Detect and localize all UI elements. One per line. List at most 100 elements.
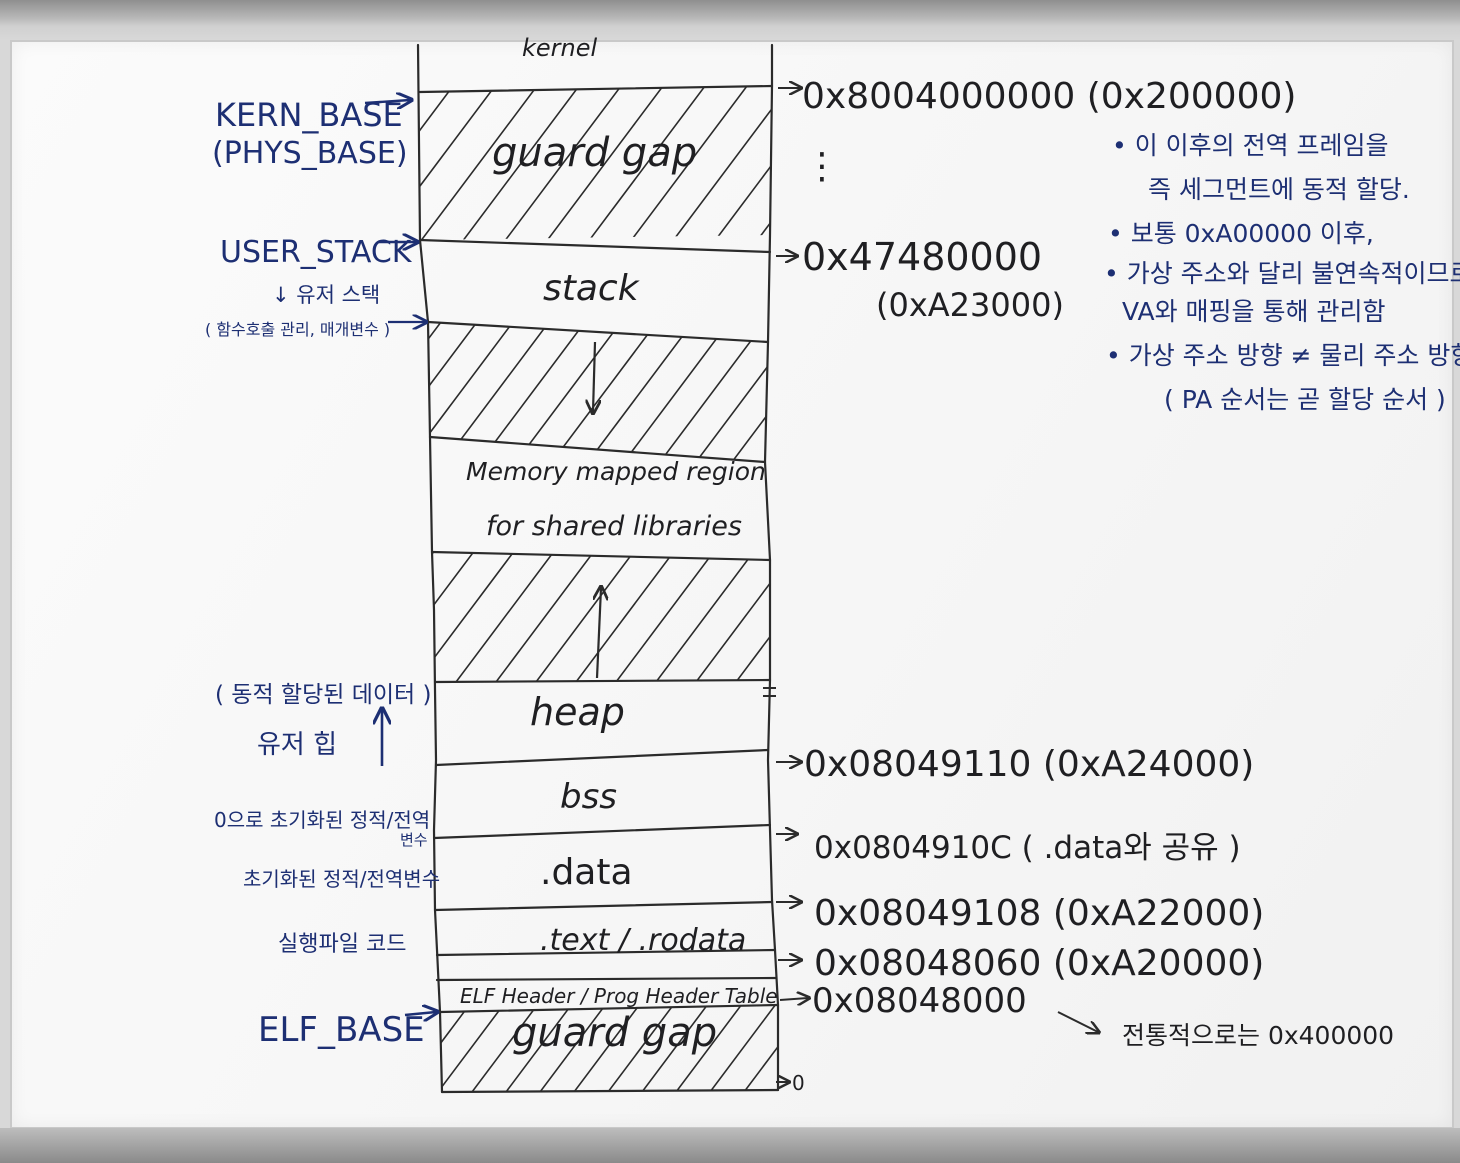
hatch-line — [499, 1005, 576, 1092]
hatch-line — [890, 545, 999, 690]
hatch-line — [428, 322, 516, 462]
addr-traditional: 전통적으로는 0x400000 — [1122, 1021, 1394, 1050]
hatch-line — [689, 552, 770, 682]
addr-text: 0x08049108 (0xA22000) — [814, 893, 1264, 934]
addr-data: 0x0804910C ( .data와 공유 ) — [814, 830, 1241, 866]
mmap-label-line1: Memory mapped region — [466, 457, 766, 486]
user-stack-desc2: ( 함수호출 관리, 매개변수 ) — [205, 320, 390, 339]
mmap-label-line2: for shared libraries — [486, 511, 742, 542]
addr-kern-base: 0x8004000000 (0x200000) — [802, 76, 1296, 117]
hatch-line — [798, 320, 911, 470]
hatch-line — [533, 1005, 610, 1092]
marker-tray — [0, 1128, 1460, 1163]
guard-gap-bottom-label: guard gap — [512, 1010, 717, 1056]
hatch-line — [440, 1005, 474, 1092]
addr-dots: ⋮ — [804, 146, 840, 187]
stack-label: stack — [543, 268, 641, 309]
data-label: .data — [540, 852, 633, 893]
hatch-line — [581, 322, 696, 462]
hatch-guard-gap-bottom — [440, 1005, 778, 1092]
hatch-line — [420, 86, 543, 240]
hatch-line — [870, 320, 983, 470]
hatch-line — [569, 552, 680, 682]
addr-zero: 0 — [792, 1071, 805, 1095]
hatch-line — [432, 552, 480, 682]
hatch-line — [428, 322, 480, 462]
hatch-line — [703, 1005, 778, 1092]
left-pointer-arrows — [364, 100, 436, 1015]
hatch-above-heap — [432, 545, 999, 690]
text-desc: 실행파일 코드 — [278, 932, 406, 957]
data-desc: 초기화된 정적/전역변수 — [243, 867, 440, 891]
heap-grow-arrow — [597, 588, 601, 679]
addr-user-stack-pa: (0xA23000) — [876, 286, 1064, 324]
hatch-line — [725, 322, 768, 462]
hatch-line — [810, 545, 919, 690]
hatch-line — [653, 322, 768, 462]
notes: • 이 이후의 전역 프레임을 즉 세그먼트에 동적 할당. • 보통 0xA0… — [1104, 131, 1460, 414]
hatch-line — [529, 552, 640, 682]
hatch-line — [601, 1005, 678, 1092]
hatch-line — [729, 552, 770, 682]
addr-elf-header: 0x08048060 (0xA20000) — [814, 943, 1264, 984]
hatch-line — [649, 552, 760, 682]
hatch-line — [497, 86, 627, 240]
addr-elf-base: 0x08048000 — [812, 981, 1027, 1021]
elf-base-label: ELF_BASE — [258, 1010, 425, 1050]
hatch-line — [609, 552, 720, 682]
heap-desc1: ( 동적 할당된 데이터 ) — [215, 682, 431, 708]
phys-base-label: (PHYS_BASE) — [212, 136, 408, 171]
hatch-line — [761, 322, 768, 462]
elf-header-label: ELF Header / Prog Header Table — [460, 984, 778, 1008]
user-stack-desc1: ↓ 유저 스택 — [272, 283, 380, 307]
hatch-line — [567, 1005, 644, 1092]
segment-dividers — [418, 84, 780, 1014]
hatch-line — [432, 552, 520, 682]
note-line: • 가상 주소와 달리 불연속적이므로 — [1104, 259, 1460, 288]
right-pointer-arrows — [776, 88, 1098, 1082]
note-line: • 가상 주소 방향 ≠ 물리 주소 방향 — [1106, 341, 1460, 370]
hatch-line — [420, 86, 459, 240]
stack-grow-arrow — [593, 341, 595, 412]
hatch-line — [689, 322, 768, 462]
hatch-line — [581, 86, 711, 240]
text-rodata-label: .text / .rodata — [540, 923, 746, 958]
hatch-line — [432, 552, 440, 682]
hatch-line — [737, 1005, 778, 1092]
address-labels: 0x8004000000 (0x200000) ⋮ 0x47480000 (0x… — [792, 76, 1394, 1095]
kernel-label: kernel — [522, 34, 598, 62]
guard-gap-top-label: guard gap — [492, 130, 697, 176]
hatch-line — [635, 1005, 712, 1092]
hatch-line — [623, 86, 753, 240]
hatch-line — [428, 322, 444, 462]
note-line: VA와 매핑을 통해 관리함 — [1122, 297, 1385, 326]
user-stack-label: USER_STACK — [220, 235, 413, 270]
note-line: • 이 이후의 전역 프레임을 — [1112, 131, 1389, 160]
hatch-line — [665, 86, 772, 240]
hatch-line — [440, 1005, 508, 1092]
hatch-line — [545, 322, 660, 462]
heap-label: heap — [530, 690, 625, 734]
hatch-line — [465, 1005, 542, 1092]
left-labels: KERN_BASE (PHYS_BASE) USER_STACK ↓ 유저 스택… — [205, 96, 440, 1050]
hatch-line — [669, 1005, 746, 1092]
bss-label: bss — [560, 777, 617, 817]
addr-bss: 0x08049110 (0xA24000) — [804, 744, 1254, 785]
hatch-line — [449, 552, 560, 682]
note-line: • 보통 0xA00000 이후, — [1108, 219, 1374, 248]
hatch-line — [420, 86, 501, 240]
bss-desc2: 변수 — [400, 831, 428, 849]
note-line: 즉 세그먼트에 동적 할당. — [1148, 175, 1410, 204]
bss-desc1: 0으로 초기화된 정적/전역 — [214, 808, 430, 832]
hatch-below-stack — [428, 320, 983, 470]
whiteboard-surface — [10, 40, 1454, 1129]
segment-labels: kernel guard gap stack Memory mapped reg… — [460, 34, 778, 1056]
heap-desc2: 유저 힙 — [257, 730, 337, 760]
addr-user-stack: 0x47480000 — [802, 235, 1042, 279]
hatch-line — [617, 322, 732, 462]
hatch-line — [539, 86, 669, 240]
hatch-line — [437, 322, 552, 462]
hatch-line — [455, 86, 585, 240]
hatch-line — [769, 552, 770, 682]
